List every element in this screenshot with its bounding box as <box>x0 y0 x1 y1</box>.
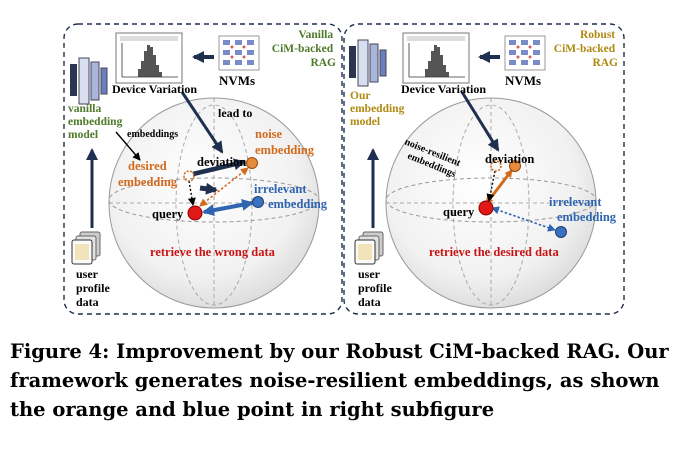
left-device-variation-label: Device Variation <box>112 82 197 96</box>
left-lead-to-label: lead to <box>218 106 252 120</box>
left-model-label: vanilla embedding model <box>68 103 125 141</box>
right-desired-to-query-arrow <box>486 170 496 202</box>
left-embeddings-arrow <box>115 131 141 161</box>
right-nvm-chip-icon <box>504 35 546 71</box>
left-desired-to-query-arrow <box>187 180 196 206</box>
caption-line-3: the orange and blue point in right subfi… <box>10 398 495 421</box>
left-nvm-chip-icon <box>218 35 260 71</box>
left-lead-to-arrow <box>180 91 224 154</box>
right-query-to-irrelevant-arrow <box>491 206 556 232</box>
left-query-label: query <box>152 207 184 221</box>
right-query-point <box>478 200 494 216</box>
right-noise-embedding-point <box>509 160 521 172</box>
left-histogram-icon <box>115 32 183 84</box>
left-noise-embedding-point <box>246 157 258 169</box>
right-retrieve-result-label: retrieve the desired data <box>429 245 559 259</box>
caption-line-2: framework generates noise-resilient embe… <box>10 369 660 392</box>
caption-line-1: Figure 4: Improvement by our Robust CiM-… <box>10 340 669 363</box>
right-variation-to-deviation-arrow <box>460 91 500 152</box>
left-embeddings-label: embeddings <box>127 129 178 140</box>
right-desired-embedding-point <box>490 160 502 172</box>
right-query-label: query <box>443 205 475 219</box>
left-irrelevant-embedding-label: irrelevant embedding <box>254 182 328 211</box>
left-query-point <box>187 205 203 221</box>
left-user-data-docs-icon <box>71 231 101 265</box>
left-irrelevant-embedding-point <box>252 196 264 208</box>
right-title: Robust CiM-backed RAG <box>554 29 618 69</box>
left-title: Vanilla CiM-backed RAG <box>272 29 336 69</box>
left-query-to-noise-arrow <box>199 167 249 207</box>
figure-diagram: Vanilla CiM-backed RAG Device Variation … <box>63 23 625 315</box>
right-nvms-label: NVMs <box>505 73 541 88</box>
right-irrelevant-embedding-point <box>555 226 567 238</box>
right-user-profile-label: user profile data <box>358 267 395 309</box>
left-mid-arrow <box>199 182 218 195</box>
right-histogram-icon <box>402 32 470 84</box>
right-deviation-label: deviation <box>485 152 534 166</box>
left-panel-border <box>63 23 343 315</box>
left-desired-embedding-label: desired embedding <box>118 159 178 189</box>
right-embedding-model-icon <box>348 39 387 87</box>
right-panel-border <box>343 23 625 315</box>
left-deviation-label: deviation <box>197 155 246 169</box>
right-model-label: Our embedding model <box>350 90 407 128</box>
left-desired-embedding-point <box>183 170 195 182</box>
right-user-data-docs-icon <box>354 231 384 265</box>
right-panel: Robust CiM-backed RAG Device Variation N… <box>343 23 625 315</box>
left-user-profile-label: user profile data <box>76 267 113 309</box>
left-embedding-model-icon <box>69 57 108 105</box>
figure-caption: Figure 4: Improvement by our Robust CiM-… <box>10 337 690 424</box>
left-noise-embedding-label: noise embedding <box>255 127 315 157</box>
left-nvms-label: NVMs <box>219 73 255 88</box>
left-panel: Vanilla CiM-backed RAG Device Variation … <box>63 23 343 315</box>
right-device-variation-label: Device Variation <box>401 82 486 96</box>
left-retrieve-result-label: retrieve the wrong data <box>150 245 276 259</box>
right-irrelevant-embedding-label: irrelevant embedding <box>549 195 617 224</box>
